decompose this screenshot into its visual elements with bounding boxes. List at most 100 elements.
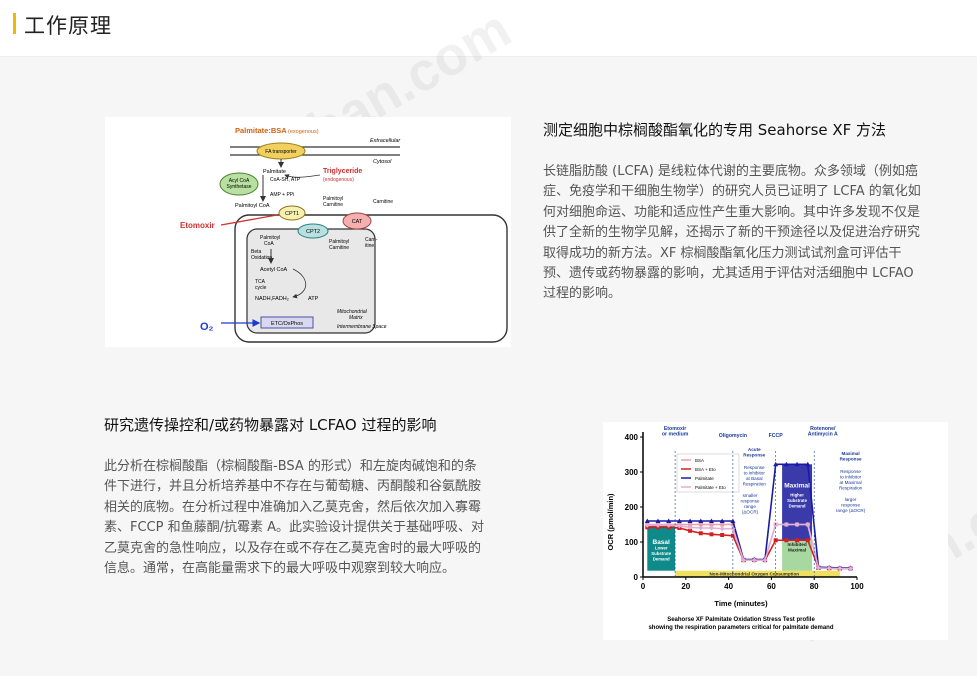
page-title: 工作原理	[24, 14, 112, 38]
data-point	[826, 565, 832, 571]
data-point	[708, 518, 714, 523]
data-point	[805, 538, 810, 543]
pathway-svg: Palmitate:BSA (exogenous) Extracellular …	[180, 126, 508, 343]
x-tick-label: 60	[767, 582, 776, 591]
data-point	[698, 525, 704, 531]
acute-response-desc: Respiration	[743, 482, 767, 487]
data-point	[655, 518, 661, 523]
acetyl-coa-label: Acetyl CoA	[260, 267, 288, 273]
x-tick-label: 40	[724, 582, 733, 591]
data-point	[719, 518, 725, 523]
data-point	[666, 522, 672, 528]
paragraph-line: 乙莫克舍的急性响应，以及存在或不存在乙莫克舍时的最大呼吸的	[104, 540, 482, 556]
data-point	[762, 557, 768, 563]
cpt2-shape	[297, 223, 329, 239]
cpt1-label: CPT1	[285, 211, 299, 217]
palmitoyl-label: Palmitoyl	[260, 235, 280, 241]
data-point	[719, 526, 725, 532]
maximal-sub-label: Demand	[789, 504, 806, 509]
maximal-response-desc: Response	[840, 469, 861, 474]
section1-heading: 测定细胞中棕榈酸酯氧化的专用 Seahorse XF 方法	[543, 121, 887, 139]
data-point	[698, 518, 704, 523]
data-point	[784, 538, 789, 543]
data-point	[709, 522, 714, 527]
data-point	[655, 522, 661, 528]
data-point	[720, 533, 725, 537]
data-point	[720, 522, 725, 527]
etc-label: ETC/OxPhos	[271, 321, 303, 327]
data-point	[687, 518, 693, 523]
data-point	[688, 522, 693, 527]
carnitine-label: Carn-	[365, 237, 378, 243]
basal-sub-label: Lower	[655, 546, 668, 551]
y-tick-label: 300	[625, 468, 639, 477]
maximal-response-desc: at Maximal	[839, 480, 861, 485]
cat-shape	[342, 212, 372, 230]
data-point	[708, 525, 714, 531]
smaller-range-label: range	[744, 504, 756, 509]
legend-label: BSA	[695, 458, 704, 463]
smaller-range-label: smaller	[743, 493, 758, 498]
matrix-label: Mitochondrial	[337, 309, 368, 315]
data-point	[783, 522, 789, 527]
acute-response-label: Acute	[748, 447, 761, 452]
paragraph-line: 何对细胞命运、功能和适应性产生重大影响。其中许多发现不仅是	[543, 204, 921, 220]
basal-label: Basal	[653, 539, 671, 546]
maximal-response-desc: Respiration	[839, 486, 863, 491]
inhibited-label: Inhibited	[788, 542, 807, 547]
non-mito-label: Non-Mitochondrial Oxygen Consumption	[709, 572, 799, 577]
synthetase-label: Synthetase	[226, 184, 251, 190]
mitochondrion-outer	[234, 214, 508, 343]
atp-label: ATP	[308, 296, 319, 302]
rotenone-annotation: Antimycin A	[808, 432, 838, 438]
coa-label: CoA	[264, 241, 274, 247]
data-point	[751, 557, 757, 563]
maximal-label: Maximal	[784, 482, 810, 489]
data-point	[741, 557, 747, 563]
data-point	[698, 531, 703, 536]
section1-paragraph: 长链脂肪酸 (LCFA) 是线粒体代谢的主要底物。众多领域（例如癌 症、免疫学和…	[543, 162, 953, 305]
data-point	[709, 532, 714, 537]
page-header: 工作原理	[0, 0, 977, 57]
data-point	[805, 461, 811, 467]
etomoxir-annotation: or medium	[662, 432, 689, 438]
chart-caption: Seahorse XF Palmitate Oxidation Stress T…	[667, 617, 815, 623]
smaller-range-label: (ΔOCR)	[742, 510, 759, 515]
paragraph-line: 此分析在棕榈酸酯（棕榈酸酯-BSA 的形式）和左旋肉碱饱和的条	[104, 459, 477, 474]
data-point	[687, 524, 693, 530]
amp-label: AMP + PPi	[270, 192, 294, 198]
matrix-label: Matrix	[349, 315, 363, 321]
palmitoyl-coa-label: Palmitoyl CoA	[235, 203, 270, 209]
lcfao-pathway-diagram: Palmitate:BSA (exogenous) Extracellular …	[105, 117, 511, 347]
beta-label: Beta	[251, 249, 262, 255]
carnitine-label: Carnitine	[373, 199, 393, 205]
data-point	[644, 522, 650, 528]
acyl-coa-label: Acyl CoA	[229, 178, 250, 184]
paragraph-line: 素、FCCP 和鱼藤酮/抗霉素 A。此实验设计提供关于基础呼吸、对	[104, 520, 485, 536]
intermembrane-label: Intermembrane Space	[337, 324, 387, 330]
x-tick-label: 0	[641, 582, 646, 591]
paragraph-line: 相关的底物。在分析过程中准确加入乙莫克舍，然后依次加入寡霉	[104, 499, 482, 515]
y-tick-label: 0	[634, 573, 639, 582]
data-point	[795, 538, 800, 543]
chart-caption: showing the respiration parameters criti…	[648, 625, 833, 631]
paragraph-line: 供了全新的生物学见解，还揭示了新的干预途径以及促进治疗研究	[543, 225, 921, 241]
diagram-title: Palmitate:BSA	[235, 126, 287, 135]
series-line-3	[647, 523, 851, 570]
cpt2-label: CPT2	[306, 229, 320, 235]
palmitoyl-label: Palmitoyl	[329, 239, 349, 245]
y-axis-label: OCR (pmol/min)	[606, 493, 615, 551]
palmitoyl-carnitine-label: Palmitoyl	[323, 196, 343, 202]
inhibited-box	[782, 540, 813, 571]
data-point	[676, 523, 682, 529]
data-point	[848, 566, 854, 572]
acute-response-desc: at Basal	[746, 476, 763, 481]
basal-sub-label: Substrate	[651, 551, 671, 556]
data-point	[783, 461, 789, 467]
data-point	[676, 518, 682, 523]
cat-label: CAT	[352, 219, 363, 225]
paragraph-line: 长链脂肪酸 (LCFA) 是线粒体代谢的主要底物。众多领域（例如癌	[543, 164, 918, 179]
data-point	[794, 461, 800, 467]
